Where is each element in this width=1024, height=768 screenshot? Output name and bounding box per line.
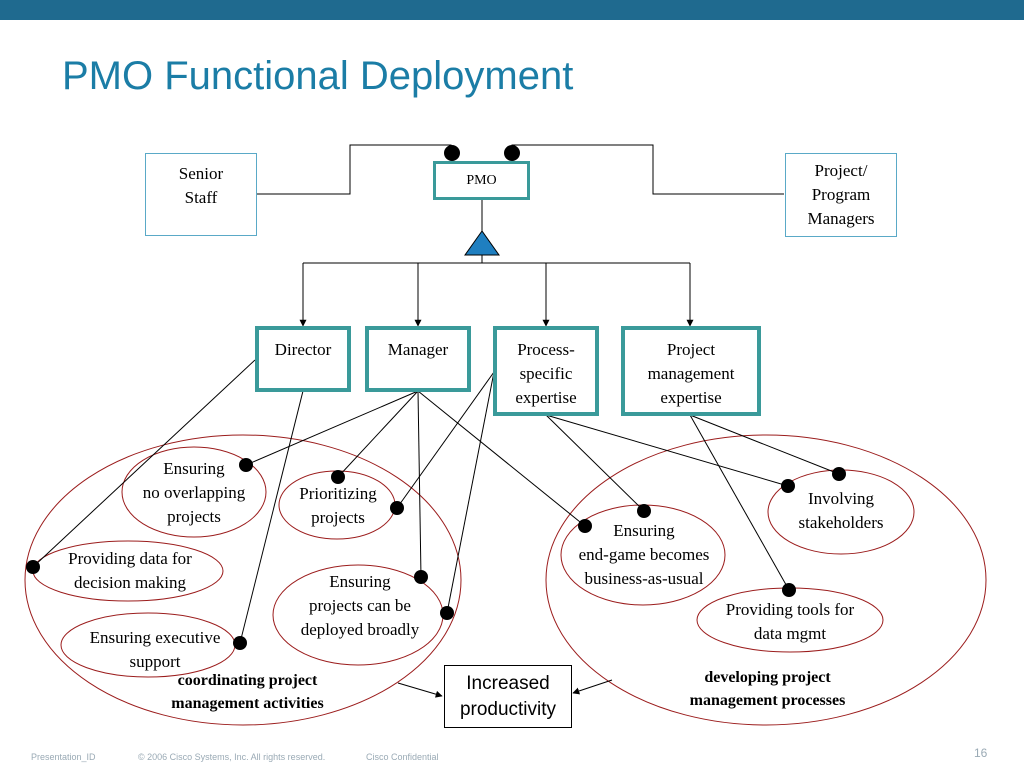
senior-staff-connector bbox=[256, 144, 452, 195]
dot-no-overlapping bbox=[239, 458, 253, 472]
director-label: Director bbox=[274, 340, 332, 359]
prioritizing-label: Prioritizing projects bbox=[299, 484, 377, 527]
increased-productivity-label: Increased productivity bbox=[459, 673, 557, 720]
page-number: 16 bbox=[974, 746, 988, 760]
page-title: PMO Functional Deployment bbox=[62, 54, 574, 98]
footer-presentation-id: Presentation_ID bbox=[31, 752, 96, 762]
involving-stakeholders-label: Involving stakeholders bbox=[798, 489, 884, 532]
pmo-label: PMO bbox=[466, 173, 497, 188]
dot-prioritizing bbox=[331, 470, 345, 484]
senior-staff-box: Senior Staff bbox=[145, 153, 257, 236]
manager-box: Manager bbox=[365, 326, 471, 392]
process-specific-expertise-label: Process- specific expertise bbox=[515, 340, 577, 407]
pmo-box: PMO bbox=[433, 161, 530, 200]
project-management-expertise-box: Project management expertise bbox=[621, 326, 761, 416]
senior-staff-dot bbox=[444, 145, 460, 161]
dot-stakeholders-process bbox=[781, 479, 795, 493]
footer-confidential: Cisco Confidential bbox=[366, 752, 439, 762]
dot-deployed-broadly-process bbox=[440, 606, 454, 620]
increased-productivity-box: Increased productivity bbox=[444, 665, 572, 728]
providing-tools-label: Providing tools for data mgmt bbox=[725, 600, 855, 643]
dot-providing-data bbox=[26, 560, 40, 574]
dot-stakeholders-pm bbox=[832, 467, 846, 481]
dot-providing-tools bbox=[782, 583, 796, 597]
dot-executive-support bbox=[233, 636, 247, 650]
providing-data-label: Providing data for decision making bbox=[68, 549, 192, 592]
process-specific-expertise-box: Process- specific expertise bbox=[493, 326, 599, 416]
project-managers-dot bbox=[504, 145, 520, 161]
coordinating-group-ellipse bbox=[24, 434, 462, 726]
project-management-expertise-label: Project management expertise bbox=[647, 340, 735, 407]
footer-copyright: © 2006 Cisco Systems, Inc. All rights re… bbox=[138, 752, 326, 762]
project-program-managers-box: Project/ Program Managers bbox=[785, 153, 897, 237]
top-banner bbox=[0, 0, 1024, 20]
inheritance-triangle bbox=[464, 230, 500, 256]
end-game-label: Ensuring end-game becomes business-as-us… bbox=[578, 521, 710, 588]
project-managers-connector bbox=[511, 144, 784, 195]
coordinating-group-label: coordinating project management activiti… bbox=[171, 672, 324, 712]
dot-end-game-manager bbox=[578, 519, 592, 533]
dot-end-game-process bbox=[637, 504, 651, 518]
developing-group-label: developing project management processes bbox=[689, 669, 846, 709]
manager-label: Manager bbox=[387, 340, 449, 359]
no-overlapping-ellipse bbox=[121, 446, 267, 538]
project-program-managers-label: Project/ Program Managers bbox=[807, 161, 875, 228]
no-overlapping-label: Ensuring no overlapping projects bbox=[142, 459, 246, 526]
developing-group-ellipse bbox=[545, 434, 987, 726]
dot-prioritizing-process bbox=[390, 501, 404, 515]
executive-support-label: Ensuring executive support bbox=[89, 628, 221, 671]
director-box: Director bbox=[255, 326, 351, 392]
senior-staff-label: Senior Staff bbox=[178, 164, 224, 207]
dot-deployed-broadly-manager bbox=[414, 570, 428, 584]
deployed-broadly-label: Ensuring projects can be deployed broadl… bbox=[300, 572, 420, 639]
